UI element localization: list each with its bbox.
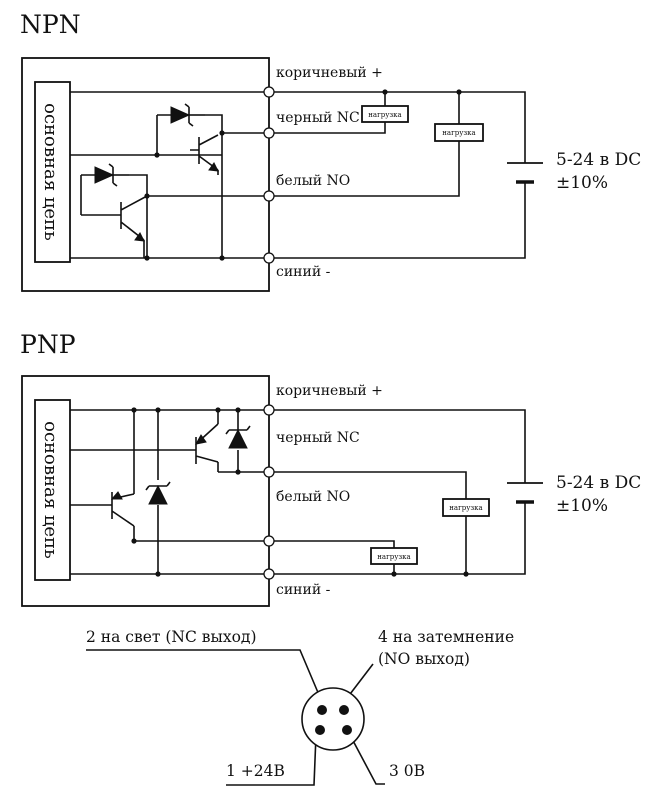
npn-transistor-icon — [190, 134, 219, 175]
pnp-label-black: черный NC — [276, 430, 360, 446]
pnp-supply-voltage: 5-24 в DC — [556, 473, 641, 493]
pnp-load-no: нагрузка — [370, 547, 418, 565]
pin4-label-line2: (NO выход) — [378, 650, 470, 668]
npn-load-nc: нагрузка — [361, 105, 409, 123]
pnp-battery-icon — [507, 482, 543, 504]
npn-terminal-white — [263, 190, 275, 202]
pnp-ext-black — [269, 471, 467, 574]
pnp-core-label: основная цепь — [40, 421, 61, 559]
svg-text:нагрузка: нагрузка — [442, 129, 475, 137]
pnp-label-blue: синий - — [276, 582, 331, 598]
pin3-label: 3 0В — [389, 762, 425, 780]
zener-diode-icon — [94, 166, 115, 184]
npn-transistor-nc — [156, 103, 223, 175]
npn-ext-white — [269, 92, 460, 197]
svg-text:нагрузка: нагрузка — [449, 504, 482, 512]
pnp-terminal-black — [263, 466, 275, 478]
load-resistor-icon — [434, 123, 484, 142]
load-resistor-icon — [442, 498, 490, 517]
pin-1 — [315, 725, 325, 735]
connector-pinout: 2 на свет (NC выход) 4 на затемнение (NO… — [86, 628, 514, 786]
pin2-leader — [86, 649, 323, 703]
npn-label-brown: коричневый + — [276, 65, 383, 81]
npn-terminals — [263, 86, 275, 264]
pnp-junctions — [131, 407, 241, 577]
npn-core-label: основная цепь — [40, 103, 61, 241]
pnp-ext-brown — [269, 409, 526, 483]
npn-supply-voltage: 5-24 в DC — [556, 150, 641, 170]
pin2-label: 2 на свет (NC выход) — [86, 628, 257, 646]
load-resistor-icon — [370, 547, 418, 565]
zener-diode-icon — [228, 428, 248, 449]
pin-3 — [342, 725, 352, 735]
npn-diagram: NPN основная цепь — [20, 10, 641, 292]
npn-sensor-housing — [21, 57, 270, 292]
pnp-label-white: белый NO — [276, 489, 350, 505]
npn-supply-tolerance: ±10% — [556, 173, 608, 193]
pin3-leader — [349, 734, 385, 785]
pin-2 — [317, 705, 327, 715]
npn-core-block — [34, 81, 71, 263]
zener-diode-icon — [148, 484, 168, 505]
pnp-load-nc: нагрузка — [442, 498, 490, 517]
pnp-transistor-no — [108, 481, 171, 527]
npn-junctions — [144, 130, 225, 261]
npn-load-no: нагрузка — [434, 123, 484, 142]
pnp-terminal-brown — [263, 404, 275, 416]
pnp-sensor-housing — [21, 375, 270, 607]
npn-title: NPN — [20, 10, 81, 39]
svg-text:нагрузка: нагрузка — [377, 553, 410, 561]
connector-face-icon — [301, 687, 365, 751]
pnp-ext-white — [269, 540, 395, 574]
npn-ext-blue — [269, 182, 526, 259]
npn-battery-icon — [507, 162, 543, 184]
pin1-leader — [226, 734, 317, 786]
pnp-terminal-white — [263, 535, 275, 547]
npn-label-blue: синий - — [276, 264, 331, 280]
npn-terminal-blue — [263, 252, 275, 264]
pin-4 — [339, 705, 349, 715]
npn-terminal-black — [263, 127, 275, 139]
pnp-core-block — [34, 399, 71, 581]
npn-label-black: черный NC — [276, 110, 360, 126]
load-resistor-icon — [361, 105, 409, 123]
npn-terminal-brown — [263, 86, 275, 98]
pnp-ext-blue — [269, 502, 526, 575]
pin4-label-line1: 4 на затемнение — [378, 628, 514, 646]
zener-diode-icon — [170, 106, 191, 124]
pnp-transistor-icon — [108, 492, 135, 527]
pnp-terminal-blue — [263, 568, 275, 580]
pnp-label-brown: коричневый + — [276, 383, 383, 399]
npn-label-white: белый NO — [276, 173, 350, 189]
pnp-supply-tolerance: ±10% — [556, 496, 608, 516]
pnp-terminals — [263, 404, 275, 580]
npn-transistor-no — [80, 163, 148, 258]
pin1-label: 1 +24В — [226, 762, 285, 780]
svg-text:нагрузка: нагрузка — [368, 111, 401, 119]
pnp-diagram: PNP основная цепь — [20, 330, 641, 607]
npn-ext-brown — [269, 91, 526, 163]
pnp-transistor-icon — [190, 423, 219, 464]
pnp-title: PNP — [20, 330, 76, 359]
npn-transistor-icon — [81, 195, 148, 258]
pnp-transistor-nc — [190, 423, 251, 464]
